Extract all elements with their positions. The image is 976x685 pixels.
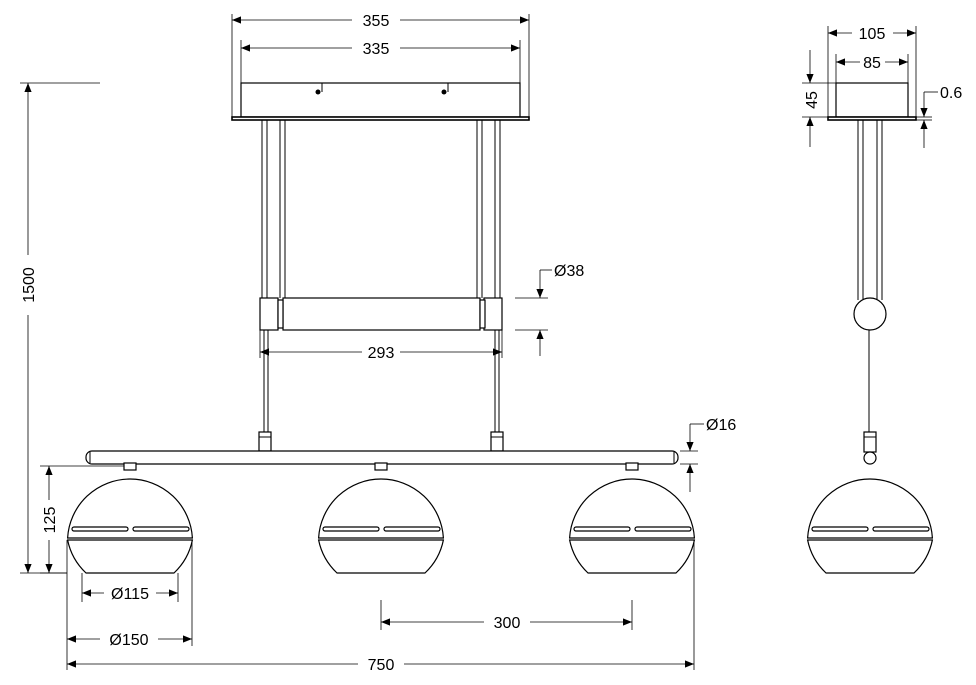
side-canopy-plate xyxy=(827,116,917,121)
canopy xyxy=(231,82,530,121)
dim-canopy-outer-width: 355 xyxy=(232,13,529,30)
front-view xyxy=(66,82,696,574)
side-wires xyxy=(857,120,883,432)
side-shade xyxy=(806,478,934,574)
dim-tube-length: 293 xyxy=(260,345,502,362)
dim-shade-diameter: Ø150 xyxy=(67,632,192,649)
side-view xyxy=(806,82,934,574)
shade-left xyxy=(66,462,194,574)
dim-label-tube-diameter: Ø38 xyxy=(554,263,584,280)
dim-label-side-depth-outer: 105 xyxy=(859,26,886,43)
dim-shade-opening: Ø115 xyxy=(82,586,178,603)
tube xyxy=(259,297,503,331)
dim-label-side-plate: 0.6 xyxy=(940,85,962,102)
dim-label-canopy-outer: 355 xyxy=(363,13,390,30)
dim-label-shade-height: 125 xyxy=(42,507,59,534)
side-canopy xyxy=(835,82,909,118)
dim-shade-height: 125 xyxy=(42,466,59,573)
side-connector xyxy=(863,431,877,453)
dim-total-width: 750 xyxy=(67,657,694,674)
shade-middle xyxy=(317,462,445,574)
dim-bar-diameter: Ø16 xyxy=(686,417,736,492)
dim-canopy-inner-width: 335 xyxy=(241,41,520,58)
side-tube-end xyxy=(853,297,887,331)
dim-total-height: 1500 xyxy=(21,83,38,573)
wire-connectors xyxy=(258,431,504,452)
dim-side-plate: 0.6 xyxy=(920,85,962,148)
dim-label-shade-diameter: Ø150 xyxy=(109,632,148,649)
dim-tube-diameter: Ø38 xyxy=(536,263,584,356)
dim-side-depth-inner: 85 xyxy=(836,55,908,72)
dimension-lines: 355 335 1500 Ø38 xyxy=(20,13,962,674)
side-bar-end xyxy=(863,451,877,465)
dim-label-side-depth-inner: 85 xyxy=(863,55,881,72)
dim-label-canopy-inner: 335 xyxy=(363,41,390,58)
dim-label-total-height: 1500 xyxy=(21,267,38,303)
dim-label-total-width: 750 xyxy=(368,657,395,674)
dim-shade-spacing: 300 xyxy=(381,615,632,632)
dim-label-side-height: 45 xyxy=(804,91,821,109)
dim-label-bar-diameter: Ø16 xyxy=(706,417,736,434)
suspension-wires xyxy=(261,120,501,432)
dim-side-depth-outer: 105 xyxy=(828,26,916,43)
dim-label-shade-spacing: 300 xyxy=(494,615,521,632)
light-bar xyxy=(85,450,679,465)
shade-right xyxy=(568,462,696,574)
dim-label-tube-length: 293 xyxy=(368,345,395,362)
dim-side-height: 45 xyxy=(804,50,821,147)
dim-label-shade-opening: Ø115 xyxy=(111,586,149,603)
